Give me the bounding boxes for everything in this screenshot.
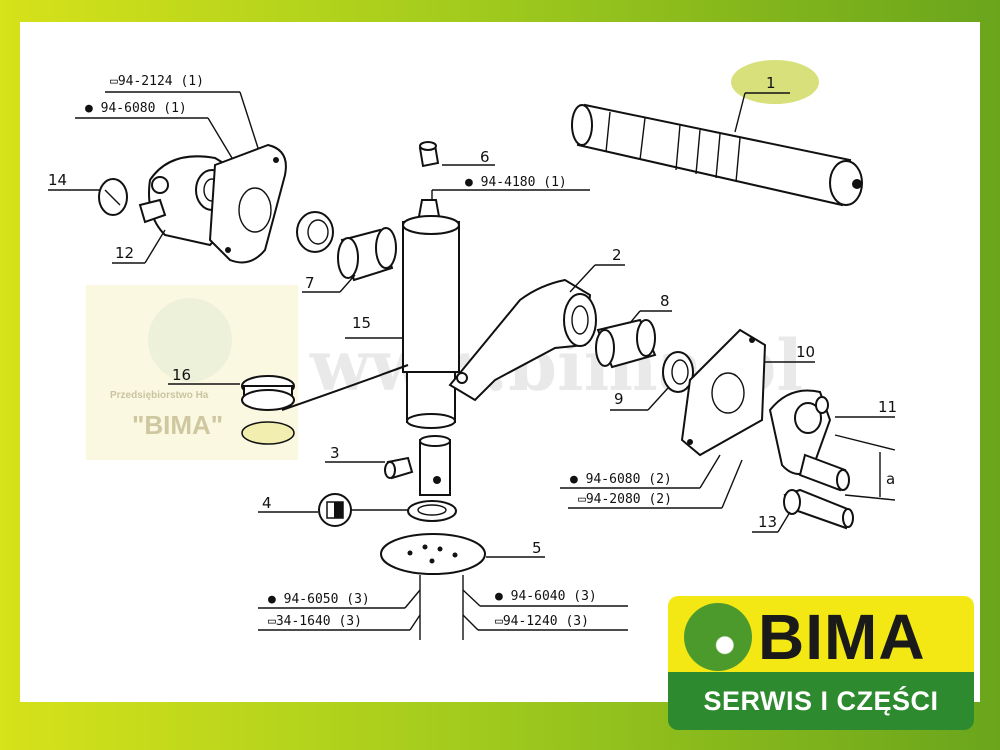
arm-part-2[interactable]: [448, 278, 597, 402]
bima-logo-ball-icon: [684, 603, 752, 671]
dim-line-a-top: [834, 434, 896, 451]
ref-94-6040: ● 94-6040 (3): [495, 589, 597, 604]
pin-part-3[interactable]: [384, 456, 414, 480]
bracket-part-11[interactable]: [768, 389, 850, 492]
grease-nipple-part-6[interactable]: [418, 141, 440, 168]
callout-4: 4: [262, 494, 272, 512]
callout-6: 6: [480, 148, 490, 166]
bima-logo-word: BIMA: [758, 601, 926, 673]
ref-94-6080-top: ● 94-6080 (1): [85, 101, 187, 116]
bushing-part-7[interactable]: [337, 227, 397, 282]
ref-34-1640: ▭34-1640 (3): [268, 614, 362, 629]
leader-ref-6080c: [699, 454, 721, 489]
callout-9: 9: [614, 390, 624, 408]
leader-ref-6080b: [207, 117, 233, 159]
leader-8b: [629, 310, 641, 324]
leader-ref-2124b: [239, 91, 259, 149]
leader-9b: [647, 387, 669, 411]
ref-94-6080-mid: ● 94-6080 (2): [570, 472, 672, 487]
ref-94-6050: ● 94-6050 (3): [268, 592, 370, 607]
leader-ref-6050b: [404, 589, 421, 609]
callout-3: 3: [330, 444, 340, 462]
bolt-part-13[interactable]: [783, 488, 854, 530]
leader-ref-1640b: [409, 614, 421, 631]
watermark-brand: "BIMA": [132, 410, 224, 440]
ref-94-1240: ▭94-1240 (3): [495, 614, 589, 629]
flange-plate[interactable]: [208, 143, 287, 264]
coupling-sleeve[interactable]: [419, 435, 451, 496]
leader-ref-2080b: [721, 459, 743, 509]
nut-part-16[interactable]: [241, 375, 295, 445]
wire-link: [281, 364, 409, 411]
symbol-part-4[interactable]: [318, 493, 352, 527]
bushing-part-8[interactable]: [595, 318, 657, 369]
callout-2: 2: [612, 246, 622, 264]
leader-13b: [777, 511, 791, 533]
disc-part-5[interactable]: [380, 533, 486, 575]
shaft-part-1[interactable]: [571, 103, 863, 207]
washer-ring[interactable]: [407, 500, 457, 522]
leader-7b: [339, 274, 356, 293]
leader-ref-6040b: [462, 589, 481, 607]
callout-15: 15: [352, 314, 371, 332]
callout-12: 12: [115, 244, 134, 262]
ref-94-2080: ▭94-2080 (2): [578, 492, 672, 507]
ref-94-2124: ▭94-2124 (1): [110, 74, 204, 89]
callout-16: 16: [172, 366, 191, 384]
ring-seal[interactable]: [296, 211, 334, 253]
callout-7: 7: [305, 274, 315, 292]
leader-12b: [144, 229, 166, 264]
callout-14: 14: [48, 171, 67, 189]
callout-5: 5: [532, 539, 542, 557]
tube-part-15[interactable]: [402, 199, 460, 429]
dim-line-a-bottom: [844, 494, 896, 501]
watermark-ball: [148, 298, 232, 382]
callout-10: 10: [796, 343, 815, 361]
bima-logo-tagline: SERWIS I CZĘŚCI: [668, 672, 974, 730]
plate-part-10[interactable]: [680, 328, 767, 457]
dim-label-a: a: [886, 470, 895, 488]
callout-11: 11: [878, 398, 897, 416]
pin-part-14[interactable]: [98, 178, 128, 216]
leader-ref-1240b: [462, 614, 479, 631]
callout-13: 13: [758, 513, 777, 531]
leader-2b: [569, 264, 596, 293]
callout-1: 1: [766, 74, 776, 92]
ref-94-4180: ● 94-4180 (1): [465, 175, 567, 190]
watermark-company: Przedsiębiorstwo Ha: [110, 390, 209, 401]
ring-part-9[interactable]: [662, 351, 694, 393]
leader-1: [734, 92, 746, 133]
callout-8: 8: [660, 292, 670, 310]
